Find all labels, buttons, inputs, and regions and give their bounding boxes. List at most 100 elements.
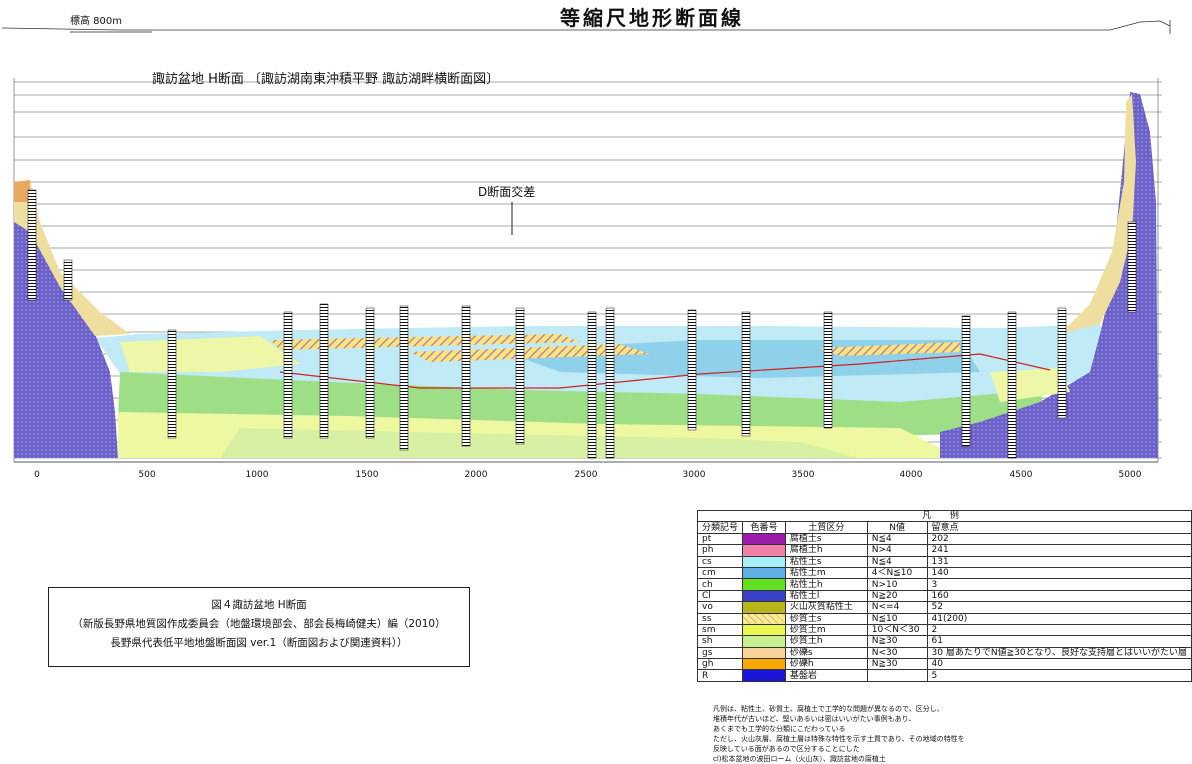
legend-swatch [742,635,786,648]
legend-n: N≧20 [866,589,928,603]
note-line: ただし、火山灰層、腐植土層は特殊な特性を示す土質であり、その地域の特性を [713,735,965,743]
legend-n: N<30 [866,646,928,660]
legend-note: 202 [926,532,1192,546]
legend-soil: 基盤岩 [784,669,868,682]
legend-notes: 凡例は、粘性土、砂質土、腐植土で工学的な問題が異なるので、区分し、 堆積年代が古… [713,704,1173,764]
legend-code: R [696,669,744,682]
legend-soil: 砂礫s [784,646,868,660]
legend-note: 5 [926,669,1192,682]
x-tick-1500: 1500 [356,470,379,480]
legend-code: pt [696,532,744,546]
legend-soil: 粘性土l [784,589,868,603]
legend-swatch [742,544,786,557]
legend-swatch [742,623,786,637]
legend-soil: 砂礫h [784,658,868,671]
legend-soil: 砂質土s [784,612,868,625]
caption-line-1: 図４諏訪盆地 H断面 [211,599,307,611]
section-subtitle: 諏訪盆地 H断面 〔諏訪湖南東沖積平野 諏訪湖畔横断面図〕 [152,72,500,87]
legend-n: 4＜N≦10 [866,566,928,580]
d-cross-label: D断面交差 [478,185,536,199]
terrain-profile-strip [1,20,1171,34]
gravel-top-left [14,180,30,202]
legend-soil: 腐植土h [784,544,868,557]
legend-code: gh [696,658,744,671]
legend-n [866,669,928,682]
legend-soil: 粘性土m [784,566,868,580]
x-tick-500: 500 [138,470,155,480]
legend-code: ss [696,612,744,625]
legend-note: 140 [926,566,1192,580]
note-line: cl)松本盆地の波田ローム（火山灰）、諏訪盆地の腐植土 [713,755,886,763]
legend-soil: 粘性土s [784,555,868,568]
legend-row-R: R 基盤岩 5 [696,669,1192,682]
note-line: 堆積年代が古いほど、堅いあるいは密はいいがたい事例もあり、 [713,715,916,723]
legend-code: sm [696,623,744,637]
x-tick-2500: 2500 [575,470,598,480]
note-line: 凡例は、粘性土、砂質土、腐植土で工学的な問題が異なるので、区分し、 [713,705,944,713]
legend-note: 160 [926,589,1192,603]
legend-n: 10＜N＜30 [866,623,928,637]
note-line: あくまでも工学的な分類にこだわっている [713,725,846,733]
legend-n: N<=4 [866,601,928,614]
legend-soil: 腐植土s [784,532,868,546]
legend-n: N≦10 [866,612,928,625]
x-tick-3500: 3500 [792,470,815,480]
legend-code: ch [696,578,744,591]
legend-soil: 砂質土h [784,635,868,648]
x-tick-3000: 3000 [683,470,706,480]
legend-note: 52 [926,601,1192,614]
peat-band-3 [820,342,960,356]
legend-code: Cl [696,589,744,603]
boreholes [27,189,1137,459]
legend-code: cs [696,555,744,568]
legend-title: 凡 例 [697,509,1192,523]
legend-n: N≦4 [866,532,928,546]
legend-header-color: 色番号 [742,521,786,534]
cross-section-diagram: 0 500 1000 1500 2000 2500 3000 3500 4000… [13,78,1162,480]
sand-layer-upper [120,336,300,372]
legend-note: 40 [926,658,1192,671]
legend-swatch [742,658,786,671]
legend-swatch [742,566,786,580]
gravel-slope-right [1060,94,1136,334]
x-tick-4000: 4000 [900,470,923,480]
legend-n: N>10 [866,578,928,591]
legend-code: vo [696,601,744,614]
legend-note: 131 [926,555,1192,568]
legend-swatch [742,601,786,614]
legend-n: N>4 [866,544,928,557]
legend-n: N≧30 [866,635,928,648]
legend-swatch [742,589,786,603]
legend-header-code: 分類記号 [696,521,744,534]
note-line: 反映している面があるので区分することにした [713,745,860,753]
caption-line-3: 長野県代表低平地地盤断面図 ver.1（断面図および関連資料）） [110,637,408,649]
legend-note: 241 [926,544,1192,557]
bedrock-left [14,212,118,458]
x-tick-0: 0 [34,470,40,480]
figure-caption: 図４諏訪盆地 H断面 （新版長野県地質図作成委員会（地盤環境部会、部会長梅崎健夫… [48,587,470,667]
legend-n: N≧30 [866,658,928,671]
legend-n: N≦4 [866,555,928,568]
peat-band-1 [270,334,580,350]
x-tick-1000: 1000 [246,470,269,480]
x-tick-5000: 5000 [1119,470,1142,480]
legend-header-soil: 土質区分 [784,521,868,534]
legend-code: sh [696,635,744,648]
x-axis-ticks: 0 500 1000 1500 2000 2500 3000 3500 4000… [34,470,1142,480]
main-title: 等縮尺地形断面線 [560,6,744,30]
legend-header-row: 分類記号 色番号 土質区分 N値 留意点 [696,521,1192,534]
legend-swatch [742,669,786,682]
top-elevation-label: 標高 800m [70,16,123,27]
legend-soil: 砂質土m [784,623,868,637]
bedrock-right [940,92,1158,458]
